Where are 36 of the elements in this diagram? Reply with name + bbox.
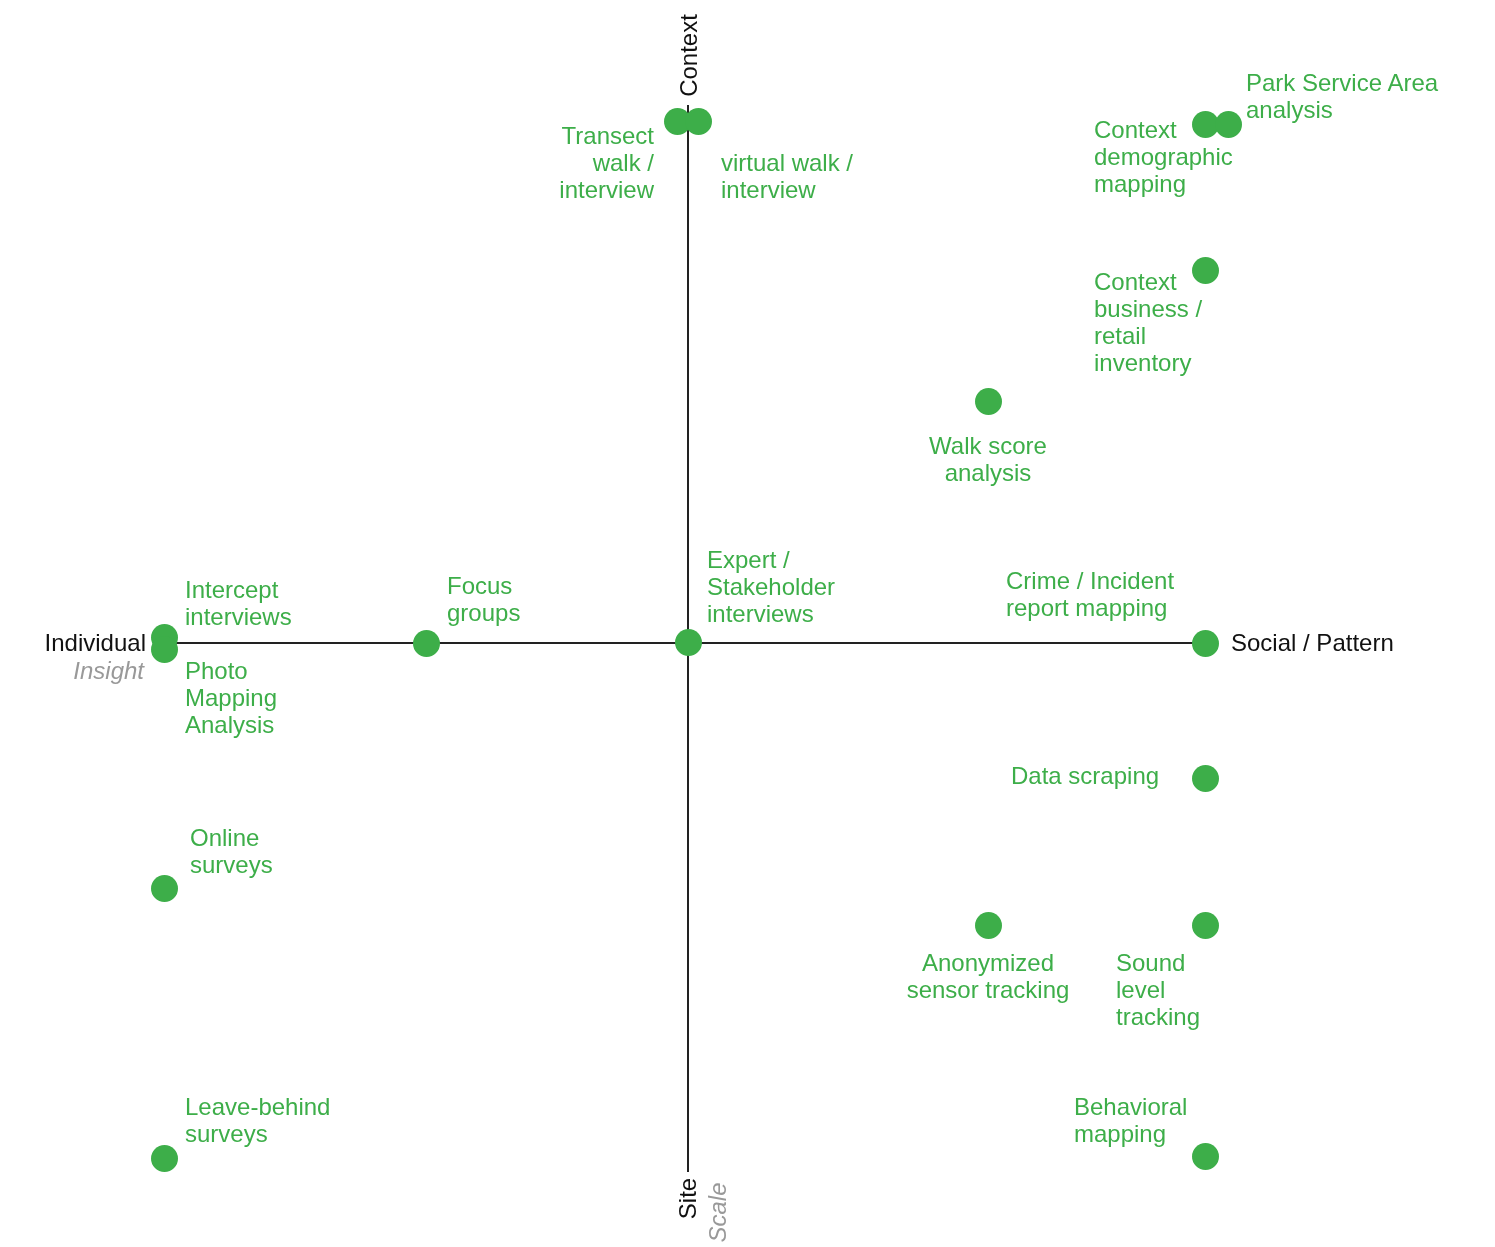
method-label: Transect walk / interview bbox=[558, 122, 654, 203]
method-label: Walk score analysis bbox=[928, 432, 1048, 486]
axis-sublabel: Insight bbox=[72, 657, 144, 684]
method-label: Behavioral mapping bbox=[1074, 1093, 1189, 1147]
method-label: Context demographic mapping bbox=[1094, 116, 1234, 197]
method-label: Park Service Area analysis bbox=[1246, 69, 1440, 123]
point-marker bbox=[1191, 110, 1219, 138]
point-marker bbox=[150, 874, 178, 902]
method-label: Online surveys bbox=[190, 824, 274, 878]
point-marker bbox=[150, 1144, 178, 1172]
point-marker bbox=[974, 911, 1002, 939]
axis-sublabel: Scale bbox=[703, 1182, 731, 1242]
point-marker bbox=[974, 387, 1002, 415]
method-label: Data scraping bbox=[1011, 762, 1161, 789]
axis-label: Site bbox=[674, 1177, 702, 1219]
method-label: Crime / Incident report mapping bbox=[1006, 567, 1176, 621]
method-label: Anonymized sensor tracking bbox=[905, 949, 1071, 1003]
method-label: Photo Mapping Analysis bbox=[185, 657, 279, 738]
method-label: Leave-behind surveys bbox=[185, 1093, 332, 1147]
point-marker bbox=[1191, 256, 1219, 284]
method-label: Focus groups bbox=[447, 572, 522, 626]
point-marker bbox=[412, 629, 440, 657]
point-marker bbox=[1191, 764, 1219, 792]
method-label: Intercept interviews bbox=[185, 576, 293, 630]
axis-label: Individual bbox=[43, 629, 146, 656]
axis-label: Social / Pattern bbox=[1231, 629, 1394, 656]
point-marker bbox=[1191, 629, 1219, 657]
point-marker bbox=[674, 628, 702, 656]
method-label: Expert / Stakeholder interviews bbox=[707, 546, 837, 627]
axis-label: Context bbox=[674, 13, 702, 97]
method-label: virtual walk / interview bbox=[721, 149, 855, 203]
method-label: Sound level tracking bbox=[1116, 949, 1202, 1030]
point-marker bbox=[1191, 911, 1219, 939]
point-marker bbox=[1214, 110, 1242, 138]
method-label: Context business / retail inventory bbox=[1094, 268, 1204, 376]
point-marker bbox=[1191, 1142, 1219, 1170]
